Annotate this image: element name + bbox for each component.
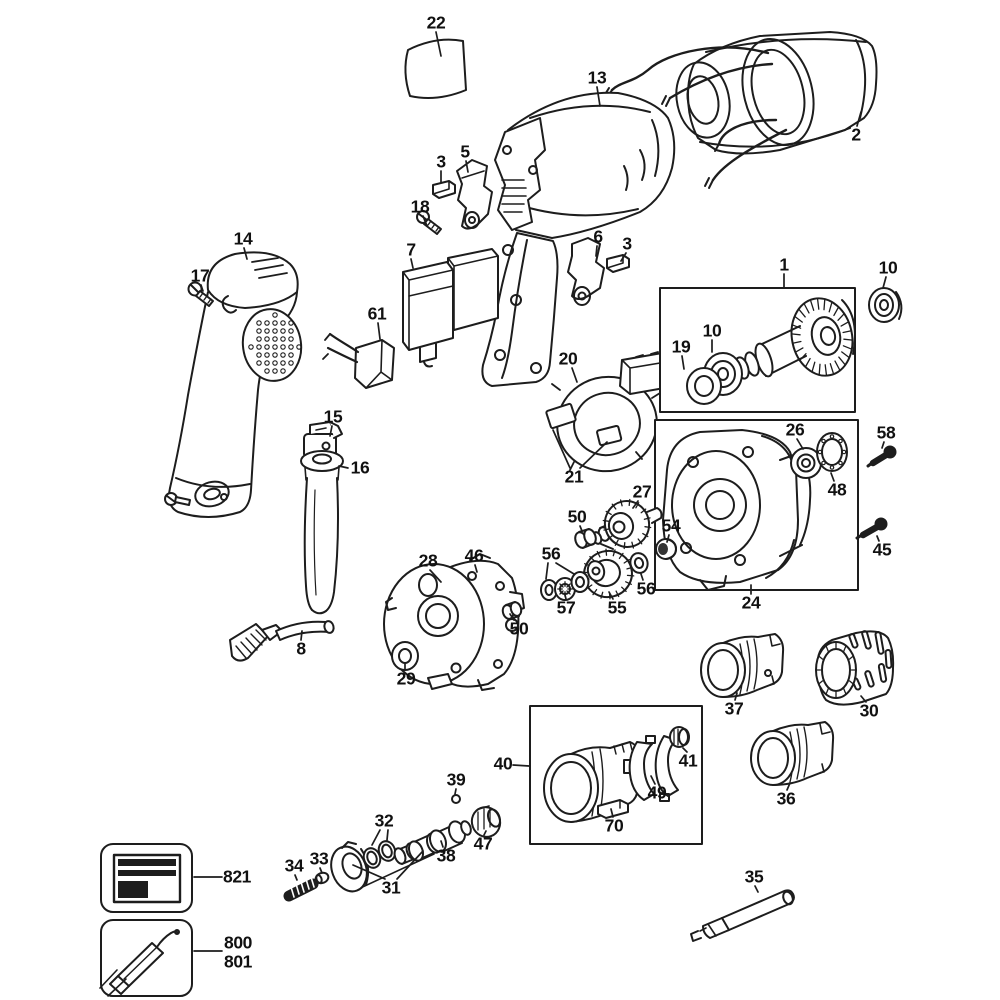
brush-drawing [229, 620, 335, 662]
shaft-35-drawing [690, 889, 795, 942]
part-label-32: 32 [374, 810, 394, 831]
part-label-30: 30 [859, 700, 879, 721]
part-label-27: 27 [632, 481, 652, 502]
part-label-14: 14 [233, 228, 253, 249]
part-label-46: 46 [464, 545, 484, 566]
part-label-39: 39 [446, 769, 466, 790]
pin-50b-drawing [501, 601, 523, 620]
brush-holder-left-drawing [456, 159, 493, 230]
part-label-31: 31 [381, 877, 401, 898]
part-label-5: 5 [460, 141, 470, 162]
part-label-24: 24 [741, 592, 761, 613]
part-label-56: 56 [636, 578, 656, 599]
capacitor-drawing [322, 332, 395, 389]
part-label-41: 41 [678, 750, 698, 771]
part-label-22: 22 [426, 12, 446, 33]
spring-34-drawing [283, 876, 319, 902]
screw-58-drawing [866, 445, 897, 468]
part-label-55: 55 [607, 597, 627, 618]
bearing-10-drawing [868, 287, 903, 323]
part-label-70: 70 [604, 815, 624, 836]
part-label-26: 26 [785, 419, 805, 440]
clutch-37-drawing [700, 633, 785, 698]
part-label-15: 15 [323, 406, 343, 427]
screw-45-drawing [855, 517, 888, 540]
screw-18-drawing [416, 210, 442, 235]
gear-47-drawing [470, 805, 502, 838]
part-label-33: 33 [309, 848, 329, 869]
nameplate-drawing [404, 38, 467, 99]
part-label-16: 16 [350, 457, 370, 478]
collar-30-drawing [815, 630, 895, 706]
clutch-36-drawing [750, 721, 835, 786]
part-label-34: 34 [284, 855, 304, 876]
part-label-35: 35 [744, 866, 764, 887]
part-label-48: 48 [827, 479, 847, 500]
part-label-18: 18 [410, 196, 430, 217]
part-label-20: 20 [558, 348, 578, 369]
part-label-50: 50 [509, 618, 529, 639]
part-label-50: 50 [567, 506, 587, 527]
part-label-2: 2 [851, 124, 861, 145]
cord-protector-drawing [300, 450, 344, 615]
part-label-800: 800 [224, 932, 252, 953]
spindle-38-drawing [393, 820, 472, 865]
ball-33-drawing [314, 871, 330, 885]
brush-cap-right-drawing [606, 254, 630, 273]
switch-drawing [402, 248, 499, 368]
part-label-21: 21 [564, 466, 584, 487]
part-label-1: 1 [779, 254, 789, 275]
part-label-36: 36 [776, 788, 796, 809]
ball-39-drawing [451, 794, 461, 804]
collar-box-40-drawing [529, 705, 703, 845]
part-label-3: 3 [436, 151, 446, 172]
part-label-10: 10 [878, 257, 898, 278]
washer-56c-drawing [570, 571, 590, 593]
part-label-37: 37 [724, 698, 744, 719]
armature-box-drawing [659, 287, 856, 413]
lockwasher-57-drawing [554, 577, 576, 601]
retainer-31-drawing [330, 841, 435, 893]
part-label-54: 54 [661, 515, 681, 536]
part-label-19: 19 [671, 336, 691, 357]
part-label-7: 7 [406, 239, 416, 260]
part-label-28: 28 [418, 550, 438, 571]
part-label-6: 6 [593, 226, 603, 247]
part-label-10: 10 [702, 320, 722, 341]
part-label-58: 58 [876, 422, 896, 443]
gear-27-drawing [591, 498, 663, 550]
field-coil-drawing [603, 31, 878, 189]
housing-drawing [481, 91, 676, 387]
part-label-38: 38 [436, 845, 456, 866]
label-kit-box-drawing [100, 843, 193, 913]
part-label-49: 49 [647, 782, 667, 803]
brush-holder-right-drawing [567, 237, 605, 306]
part-label-17: 17 [190, 265, 210, 286]
side-handle-drawing [164, 251, 303, 518]
gear-55-drawing [581, 548, 635, 600]
brush-cap-left-drawing [432, 180, 456, 199]
part-label-61: 61 [367, 303, 387, 324]
gear-case-box-drawing [654, 419, 859, 591]
part-label-801: 801 [224, 951, 252, 972]
pin-50a-drawing [574, 528, 597, 549]
part-label-40: 40 [493, 753, 513, 774]
orings-32-drawing [362, 840, 397, 869]
part-label-8: 8 [296, 638, 306, 659]
part-label-57: 57 [556, 597, 576, 618]
part-label-821: 821 [223, 866, 251, 887]
part-label-47: 47 [473, 833, 493, 854]
part-label-3: 3 [622, 233, 632, 254]
part-label-56: 56 [541, 543, 561, 564]
grease-kit-box-drawing [99, 919, 193, 997]
part-label-13: 13 [587, 67, 607, 88]
part-label-45: 45 [872, 539, 892, 560]
washer-56b-drawing [629, 552, 649, 574]
part-label-29: 29 [396, 668, 416, 689]
